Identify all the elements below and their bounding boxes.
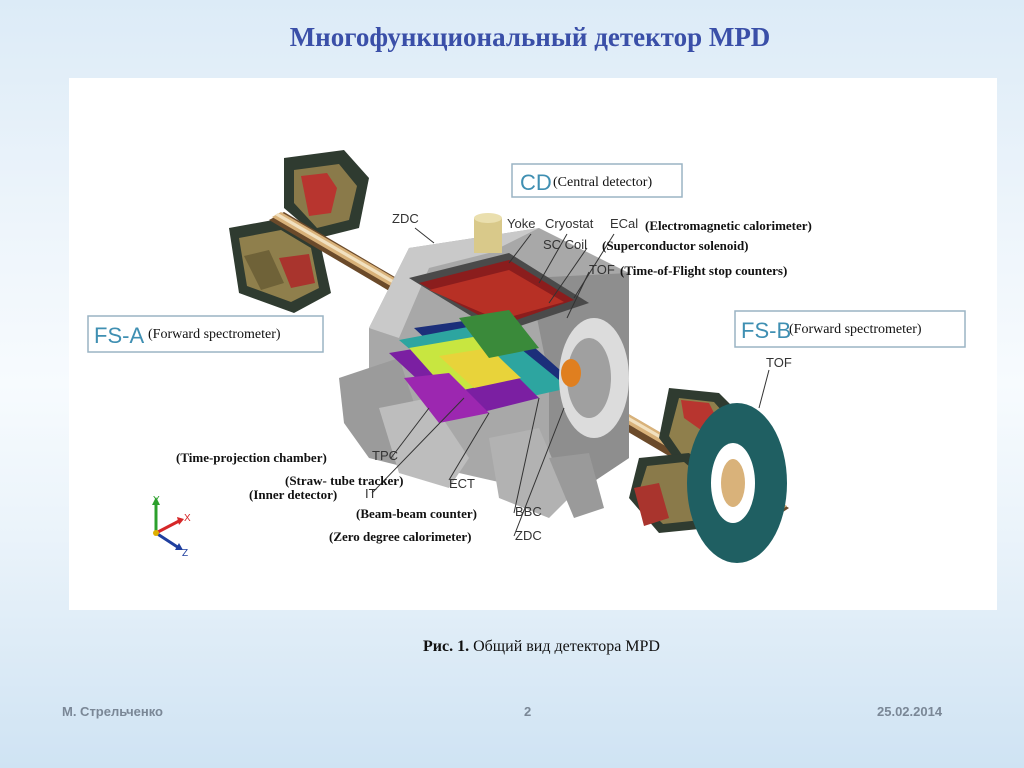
axis-indicator: Y X Z: [152, 495, 191, 559]
part-labels: ZDC Yoke Cryostat ECal SC Coil TOF TOF T…: [365, 211, 792, 543]
label-tof-right: TOF: [766, 355, 792, 370]
figure-caption: Рис. 1. Общий вид детектора MPD: [0, 638, 1024, 656]
label-yoke: Yoke: [507, 216, 535, 231]
desc-sc-coil: (Superconductor solenoid): [602, 238, 749, 253]
leader-lines: [371, 227, 770, 537]
label-ect: ECT: [449, 476, 475, 491]
part-descriptions: (Electromagnetic calorimeter) (Supercond…: [176, 218, 812, 544]
fsa-abbr: FS-A: [94, 323, 144, 348]
desc-ecal: (Electromagnetic calorimeter): [645, 218, 812, 233]
label-zdc-bottom: ZDC: [515, 528, 542, 543]
fsa-desc: (Forward spectrometer): [148, 327, 281, 342]
label-zdc-top: ZDC: [392, 211, 419, 226]
fsb-box: FS-B (Forward spectrometer): [734, 310, 966, 348]
central-detector: [339, 213, 629, 518]
label-it: IT: [365, 486, 377, 501]
desc-tpc: (Time-projection chamber): [176, 450, 327, 465]
label-sc-coil: SC Coil: [543, 237, 587, 252]
desc-bbc: (Beam-beam counter): [356, 506, 477, 521]
label-tof: TOF: [589, 262, 615, 277]
axis-z-label: Z: [182, 548, 188, 559]
slide-title: Многофункциональный детектор MPD: [289, 22, 771, 52]
label-bbc: BBC: [515, 504, 542, 519]
detector-figure: Y X Z CD (Central detector) FS-A (Forwar…: [69, 78, 997, 610]
label-cryostat: Cryostat: [545, 216, 594, 231]
axis-x-label: X: [184, 513, 191, 524]
caption-text: Общий вид детектора MPD: [469, 638, 660, 655]
cd-abbr: CD: [520, 170, 552, 195]
footer-page-number: 2: [524, 704, 532, 719]
fsb-desc: (Forward spectrometer): [789, 322, 922, 337]
caption-prefix: Рис. 1.: [423, 638, 470, 655]
cd-desc: (Central detector): [553, 175, 652, 190]
fsb-module: [629, 388, 787, 563]
desc-it: (Inner detector): [249, 487, 337, 502]
axis-y-label: Y: [153, 495, 160, 506]
fsa-box: FS-A (Forward spectrometer): [87, 315, 324, 353]
footer-date: 25.02.2014: [877, 704, 943, 719]
desc-ect: (Straw- tube tracker): [285, 473, 403, 488]
fsb-abbr: FS-B: [741, 318, 791, 343]
zdc-left-module: [229, 150, 369, 313]
label-tpc: TPC: [372, 448, 398, 463]
desc-zdc: (Zero degree calorimeter): [329, 529, 471, 544]
footer-author: М. Стрельченко: [62, 704, 163, 719]
desc-tof: (Time-of-Flight stop counters): [620, 263, 787, 278]
detector-diagram: Y X Z CD (Central detector) FS-A (Forwar…: [87, 150, 966, 563]
cd-box: CD (Central detector): [511, 163, 683, 198]
label-ecal: ECal: [610, 216, 638, 231]
